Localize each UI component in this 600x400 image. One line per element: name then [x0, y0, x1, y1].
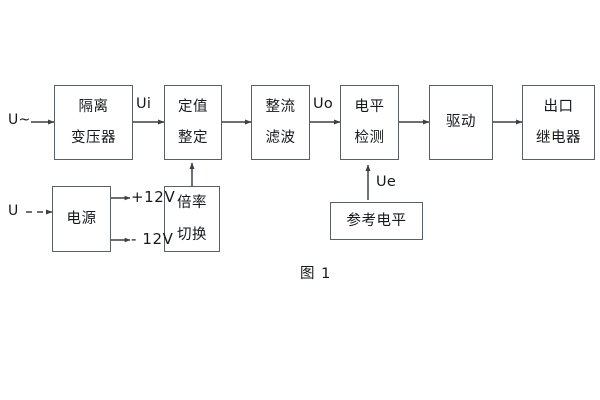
block-line: 驱动 [446, 114, 476, 131]
block-line: 隔离 [78, 98, 109, 115]
block-output-relay[interactable]: 出口 继电器 [522, 85, 595, 160]
block-line: 参考电平 [346, 212, 407, 229]
label-rail-positive: +12V [131, 188, 176, 206]
label-input-ac: U~ [8, 112, 31, 128]
label-signal-uo: Uo [313, 96, 334, 112]
block-line: 切换 [177, 226, 207, 243]
label-rail-negative: - 12V [131, 230, 174, 248]
block-line: 出口 [543, 98, 574, 115]
block-rectify-filter[interactable]: 整流 滤波 [251, 85, 310, 160]
label-signal-ue: Ue [376, 174, 397, 190]
block-drive[interactable]: 驱动 [429, 85, 493, 160]
block-level-detection[interactable]: 电平 检测 [340, 85, 399, 160]
block-isolation-transformer[interactable]: 隔离 变压器 [54, 85, 133, 160]
label-signal-ui: Ui [136, 96, 152, 112]
label-input-dc: U [8, 203, 19, 219]
block-line: 电源 [66, 210, 97, 227]
block-line: 整流 [265, 98, 296, 115]
block-power-supply[interactable]: 电源 [52, 186, 111, 252]
block-line: 滤波 [265, 130, 296, 146]
block-line: 倍率 [177, 195, 207, 212]
block-line: 电平 [354, 98, 385, 115]
block-multiplier-switch[interactable]: 倍率 切换 [164, 186, 220, 252]
block-setpoint-setting[interactable]: 定值 整定 [164, 85, 222, 160]
block-line: 整定 [178, 130, 208, 146]
block-line: 继电器 [536, 130, 581, 146]
block-line: 检测 [354, 130, 385, 146]
block-line: 定值 [178, 98, 208, 115]
block-line: 变压器 [71, 130, 116, 146]
block-reference-level[interactable]: 参考电平 [330, 202, 423, 240]
figure-caption: 图 1 [300, 266, 332, 282]
